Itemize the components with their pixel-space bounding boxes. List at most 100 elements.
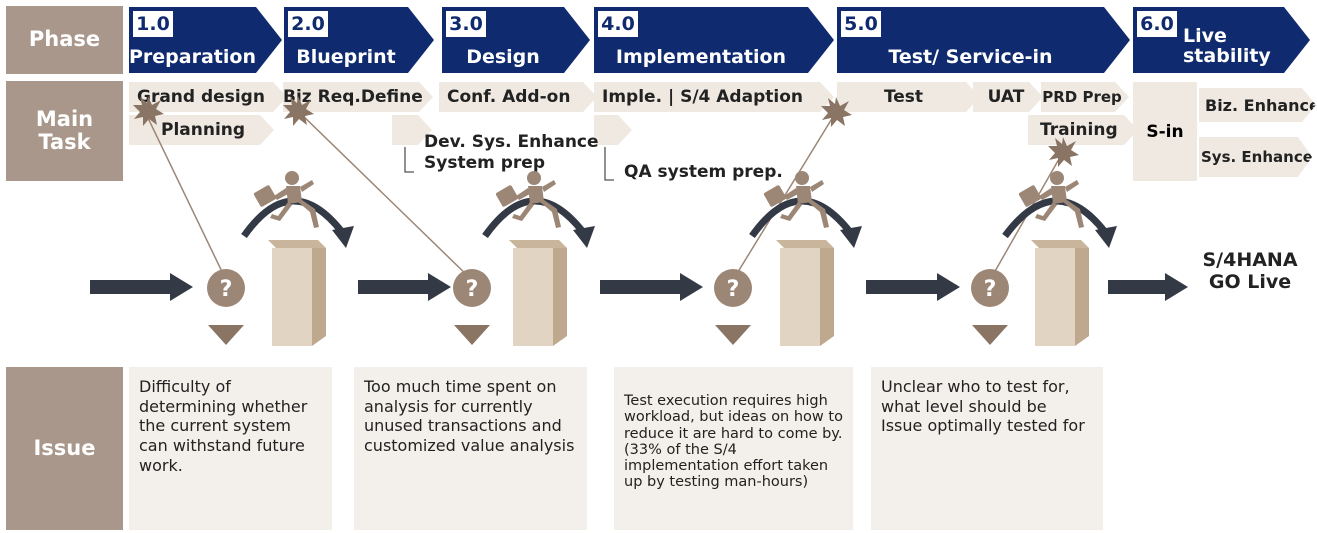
wall-3-icon [776,240,834,346]
phase-3-name: Design [466,46,540,68]
phase-6-number: 6.0 [1137,11,1177,37]
row-label-issue-text: Issue [33,435,96,460]
task-conf-addon: Conf. Add-on [439,82,597,112]
bracket-qa-icon [604,147,614,181]
jump-arc-1-icon [241,197,345,239]
wall-2-icon [509,240,567,346]
phase-1-number: 1.0 [133,11,173,37]
question-circle-2-icon [453,269,491,307]
question-circle-3-icon [714,269,752,307]
burst-icon-1 [133,96,164,126]
task-uat-label: UAT [987,87,1025,107]
row-label-issue: Issue [6,367,123,530]
jump-arrowhead-1-icon [332,226,354,248]
go-live-label: S/4HANA GO Live [1202,249,1298,293]
phase-1: 1.0 Preparation [129,7,282,73]
connector-line-1 [147,117,227,281]
question-mark-2: ? [466,277,479,302]
task-s-in: S-in [1133,82,1197,181]
issue-2-text: Too much time spent on analysis for curr… [364,377,575,456]
task-biz-req-define: Biz Req.Define [283,82,433,112]
task-qa-system-prep: QA system prep. [624,162,783,182]
phase-6-name: Live stability [1183,25,1271,68]
task-biz-req-define-label: Biz Req.Define [283,87,423,107]
down-triangle-3-icon [715,325,751,345]
task-s-in-label: S-in [1146,121,1184,142]
task-sys-enhance-label: Sys. Enhance [1201,148,1313,166]
down-triangles [208,325,1008,345]
runners [253,171,1084,228]
task-sys-enhance: Sys. Enhance [1199,137,1312,177]
task-training-label: Training [1040,120,1118,140]
question-circle-1-icon [207,269,245,307]
jump-arcs [241,197,1108,239]
task-training: Training [1028,115,1138,145]
phase-4: 4.0 Implementation [594,7,834,73]
bracket-lines [404,147,614,181]
task-test: Test [837,82,980,112]
phase-6: 6.0 Live stability [1133,7,1310,73]
row-label-phase-text: Phase [28,27,101,52]
issue-box-1: Difficulty of determining whether the cu… [129,367,332,530]
burst-icon-3 [821,97,852,127]
flow-arrow-5-icon [1108,273,1188,301]
question-marks: ? ? ? ? [220,277,997,302]
jump-arc-2-icon [482,197,586,239]
issue-box-4: Unclear who to test for, what level shou… [871,367,1103,530]
task-biz-enhance: Biz. Enhance [1199,88,1316,122]
phase-3-number: 3.0 [446,11,486,37]
down-triangle-4-icon [972,325,1008,345]
phase-5-number: 5.0 [841,11,881,37]
question-circles [207,269,1009,307]
burst-icons [133,96,1079,167]
task-uat: UAT [973,82,1043,112]
issue-1-text: Difficulty of determining whether the cu… [139,377,308,475]
burst-icon-4 [1048,137,1079,167]
flow-arrow-1-icon [90,273,193,301]
phase-4-name: Implementation [615,46,787,68]
bracket-dev-icon [404,147,414,173]
issue-box-2: Too much time spent on analysis for curr… [354,367,587,530]
question-mark-4: ? [984,277,997,302]
task-grand-design-label: Grand design [137,87,265,107]
down-triangle-2-icon [454,325,490,345]
flow-arrows [90,273,1188,301]
down-triangle-1-icon [208,325,244,345]
task-prd-prep: PRD Prep [1041,82,1129,112]
task-conf-addon-label: Conf. Add-on [447,87,571,107]
jump-arrowheads [332,226,1117,248]
issue-4-text: Unclear who to test for, what level shou… [881,377,1085,436]
phase-3: 3.0 Design [442,7,590,73]
task-imple-adaption-label: Imple. | S/4 Adaption [602,87,803,107]
row-label-main-task-text: Main Task [35,106,94,154]
wall-1-icon [268,240,326,346]
row-label-phase: Phase [6,6,123,74]
flow-arrow-3-icon [600,273,703,301]
question-mark-3: ? [727,277,740,302]
question-circle-4-icon [971,269,1009,307]
jump-arrowhead-4-icon [1095,226,1117,248]
jump-arrowhead-2-icon [573,226,595,248]
issue-3-text: Test execution requires high workload, b… [624,393,843,491]
phase-2-name: Blueprint [296,46,396,68]
connector-line-2 [297,110,473,281]
phase-2-number: 2.0 [288,11,328,37]
task-prd-prep-label: PRD Prep [1042,88,1122,106]
walls [268,240,1089,346]
phase-1-name: Preparation [129,46,256,68]
phase-4-number: 4.0 [598,11,638,37]
task-grand-design: Grand design [129,82,287,112]
flow-arrow-4-icon [866,273,960,301]
row-label-main-task: Main Task [6,81,123,181]
question-mark-1: ? [220,277,233,302]
flow-arrow-2-icon [358,273,451,301]
phase-5: 5.0 Test/ Service-in [837,7,1130,73]
task-biz-enhance-label: Biz. Enhance [1205,95,1317,115]
task-test-label: Test [883,87,924,107]
task-dev-sys-enhance: Dev. Sys. Enhance [424,132,599,152]
task-planning-label: Planning [161,120,246,140]
wall-4-icon [1031,240,1089,346]
task-system-prep: System prep [424,153,545,173]
